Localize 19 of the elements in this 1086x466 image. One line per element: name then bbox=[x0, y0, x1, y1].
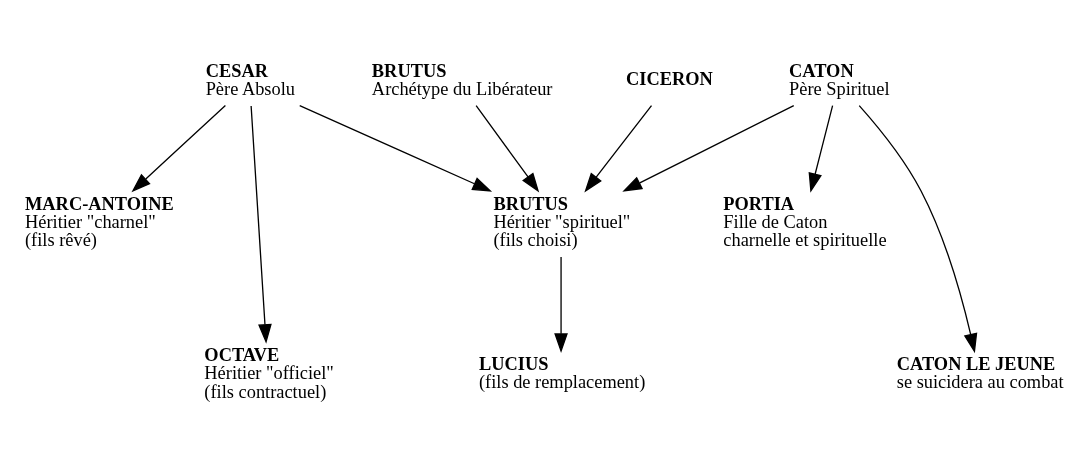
arrow bbox=[554, 256, 568, 353]
node-text: CICERON bbox=[626, 69, 713, 90]
arrow bbox=[584, 104, 653, 193]
node-text: CATON Père Spirituel bbox=[789, 60, 890, 100]
node-text: MARC-ANTOINE Héritier "charnel" (fils rêvé) bbox=[25, 193, 174, 251]
node-text: CATON LE JEUNE se suicidera au combat bbox=[896, 353, 1064, 393]
arrow bbox=[250, 105, 272, 344]
node-text: LUCIUS (fils de remplacement) bbox=[478, 353, 646, 393]
arrow bbox=[131, 104, 227, 193]
node-text: BRUTUS Archétype du Libérateur bbox=[371, 60, 553, 100]
node-text: BRUTUS Héritier "spirituel" (fils choisi) bbox=[493, 193, 631, 251]
node-text: OCTAVE Héritier "officiel" (fils contractuel) bbox=[204, 344, 334, 402]
arrow bbox=[622, 104, 795, 192]
arrow bbox=[858, 104, 978, 354]
arrow bbox=[808, 104, 834, 193]
arrow bbox=[475, 104, 540, 193]
node-text: CESAR Père Absolu bbox=[205, 60, 295, 100]
arrow bbox=[299, 104, 493, 192]
node-text: PORTIA Fille de Caton charnelle et spirituelle bbox=[723, 193, 887, 251]
